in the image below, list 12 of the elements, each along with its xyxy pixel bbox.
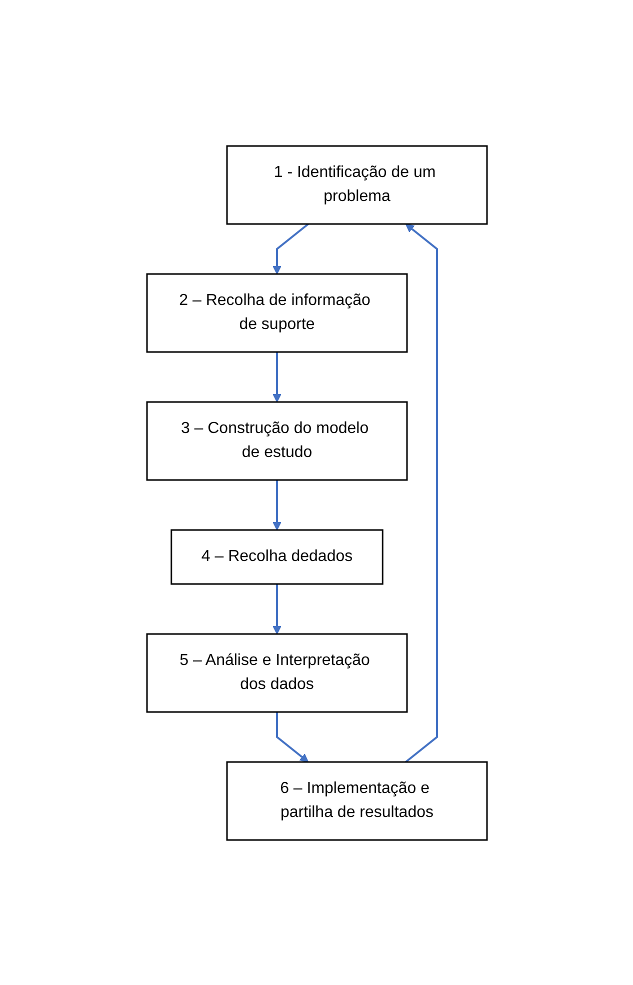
node-box: 2 – Recolha de informação de suporte [146, 272, 408, 352]
node-box: 6 – Implementação e partilha de resultados [226, 760, 488, 840]
node-box: 1 - Identificação de um problema [226, 144, 488, 224]
arrow [272, 584, 281, 634]
arrow [272, 352, 281, 402]
arrow [272, 222, 308, 274]
arrow [404, 223, 438, 762]
arrow [276, 712, 308, 762]
node-box: 3 – Construção do modelo de estudo [146, 400, 408, 480]
node-box: 5 – Análise e Interpretação dos dados [146, 632, 408, 712]
arrow [272, 480, 281, 530]
node-box: 4 – Recolha dedados [170, 528, 383, 584]
